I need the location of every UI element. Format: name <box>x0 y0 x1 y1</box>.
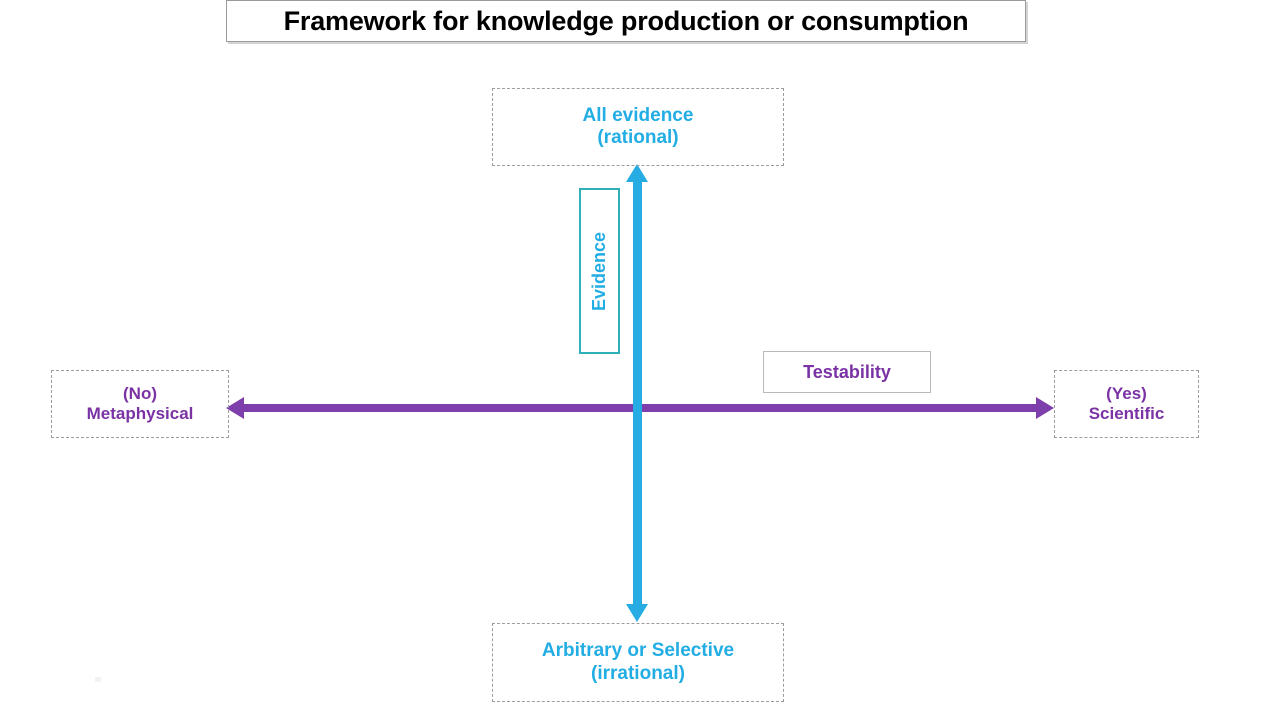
pole-label-top-all-evidence: All evidence (rational) <box>492 88 784 166</box>
pole-top-line2: (rational) <box>597 127 679 148</box>
pole-bottom-line1: Arbitrary or Selective <box>541 640 735 662</box>
pole-top-line1: All evidence <box>582 104 694 126</box>
arrow-left-icon <box>226 397 244 419</box>
stray-artifact-mark <box>95 677 101 682</box>
pole-label-bottom-arbitrary-selective: Arbitrary or Selective (irrational) <box>492 623 784 702</box>
arrow-up-icon <box>626 164 648 182</box>
page-title: Framework for knowledge production or co… <box>283 5 969 36</box>
pole-bottom-line2: (irrational) <box>591 662 685 684</box>
pole-label-right-scientific: (Yes) Scientific <box>1054 370 1199 438</box>
pole-right-line2: Scientific <box>1088 404 1165 423</box>
pole-left-line1: (No) <box>123 383 157 403</box>
axis-name-evidence: Evidence <box>589 231 610 311</box>
axis-name-box-evidence: Evidence <box>579 188 620 354</box>
evidence-axis-line <box>633 178 642 606</box>
axis-name-box-testability: Testability <box>763 351 931 393</box>
arrow-down-icon <box>626 604 648 622</box>
arrow-right-icon <box>1036 397 1054 419</box>
diagram-title-box: Framework for knowledge production or co… <box>226 0 1026 42</box>
pole-left-line2: Metaphysical <box>86 404 194 423</box>
pole-label-left-metaphysical: (No) Metaphysical <box>51 370 229 438</box>
axis-name-testability: Testability <box>803 361 891 382</box>
pole-right-line1: (Yes) <box>1106 383 1147 403</box>
